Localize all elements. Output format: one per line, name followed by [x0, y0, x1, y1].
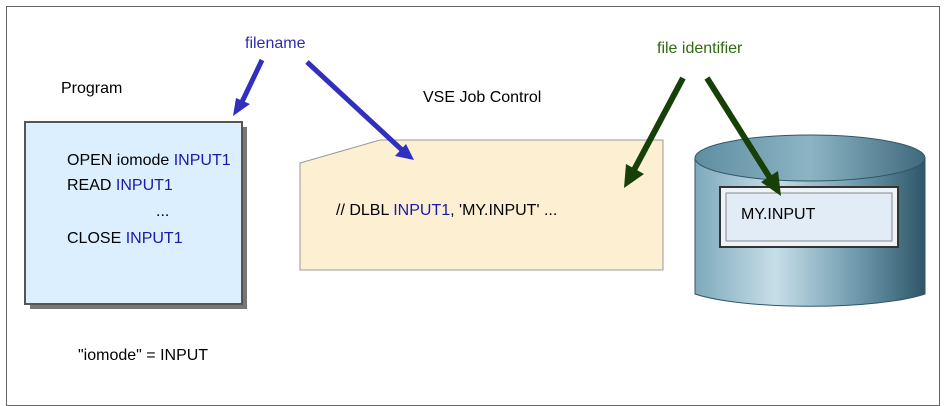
filename-label: filename [245, 35, 306, 52]
job-control-card [299, 139, 664, 271]
iomode-note: "iomode" = INPUT [78, 347, 209, 364]
filename-arrow-to-card [305, 60, 414, 160]
code-open-filename: INPUT1 [173, 152, 231, 169]
code-open-prefix: OPEN iomode [67, 152, 174, 169]
filename-arrow-to-program [233, 58, 265, 116]
code-line-close: CLOSE INPUT1 [67, 230, 183, 248]
dlbl-statement: // DLBL INPUT1, 'MY.INPUT' ... [336, 202, 557, 220]
dlbl-suffix: , 'MY.INPUT' ... [450, 202, 558, 219]
code-close-prefix: CLOSE [67, 230, 126, 247]
dlbl-prefix: // DLBL [336, 202, 394, 219]
code-read-filename: INPUT1 [115, 177, 173, 194]
code-line-read: READ INPUT1 [67, 177, 173, 195]
fileid-arrow-to-card [624, 76, 686, 188]
code-line-open: OPEN iomode INPUT1 [67, 152, 231, 170]
code-line-ellipsis: ... [156, 203, 170, 220]
vse-job-control-label: VSE Job Control [423, 89, 542, 106]
file-identifier-label: file identifier [657, 40, 743, 57]
dlbl-filename: INPUT1 [393, 202, 451, 219]
fileid-arrow-to-disk [704, 76, 781, 196]
program-label: Program [61, 80, 123, 97]
diagram-canvas [24, 58, 926, 309]
code-read-prefix: READ [67, 177, 116, 194]
disk-file-identifier: MY.INPUT [741, 206, 816, 223]
code-close-filename: INPUT1 [125, 230, 183, 247]
program-box [24, 121, 243, 305]
